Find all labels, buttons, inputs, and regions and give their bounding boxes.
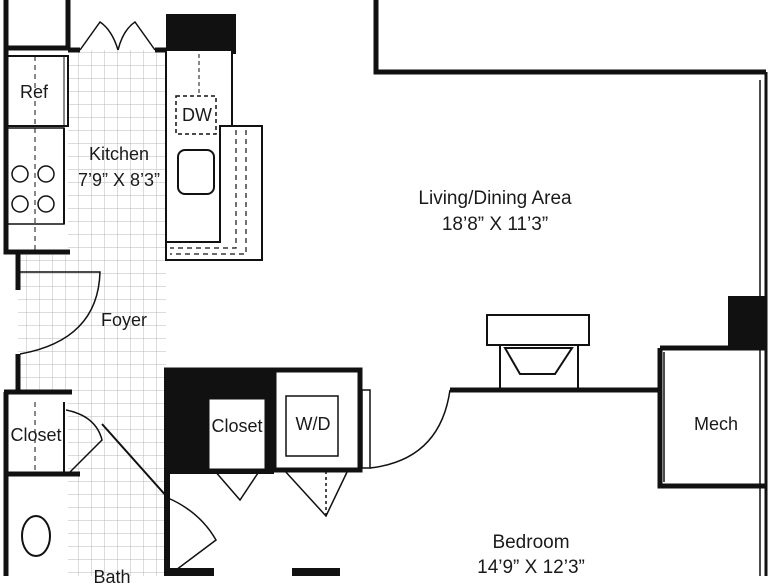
- kitchen-counter: [165, 14, 263, 261]
- living-room-walls: [373, 0, 768, 576]
- kitchen-left-wall: [3, 48, 70, 255]
- bath-label: Bath: [93, 567, 131, 587]
- living-dining-label: Living/Dining Area: [418, 188, 572, 209]
- dishwasher-outline: [175, 95, 217, 135]
- bedroom-door: [361, 389, 451, 469]
- mech-closet: [657, 296, 766, 489]
- refrigerator: [5, 55, 69, 127]
- top-left-walls: [3, 0, 166, 53]
- bathtub-icon: [21, 515, 51, 557]
- bottom-walls: [164, 474, 340, 576]
- kitchen-double-door: [79, 20, 156, 51]
- dw-label: DW: [182, 105, 212, 125]
- closet-doors: [213, 469, 349, 518]
- fireplace: [486, 314, 590, 388]
- kitchen-tile-floor: [68, 50, 166, 576]
- foyer-tile-floor: [18, 255, 70, 393]
- bedroom-label: Bedroom: [492, 532, 570, 553]
- kitchen-label: Kitchen: [88, 144, 150, 164]
- bath-door: [65, 409, 217, 576]
- closet-left-label: Closet: [10, 425, 62, 445]
- island-counter: [165, 125, 263, 261]
- left-closet: [3, 389, 80, 576]
- foyer-label: Foyer: [100, 310, 148, 330]
- floor-plan: [3, 0, 768, 576]
- kitchen-size-label: 7’9” X 8’3”: [77, 170, 161, 190]
- foyer-entry-door: [19, 271, 101, 355]
- ref-label: Ref: [19, 82, 49, 102]
- wd-label: W/D: [295, 414, 331, 434]
- closet-block: [164, 367, 363, 474]
- bedroom-size-label: 14’9” X 12’3”: [477, 557, 585, 578]
- stove: [5, 127, 65, 250]
- living-dining-size-label: 18’8” X 11’3”: [441, 214, 549, 235]
- mech-label: Mech: [693, 414, 739, 434]
- closet-mid-label: Closet: [211, 416, 263, 436]
- sink-icon: [177, 149, 215, 195]
